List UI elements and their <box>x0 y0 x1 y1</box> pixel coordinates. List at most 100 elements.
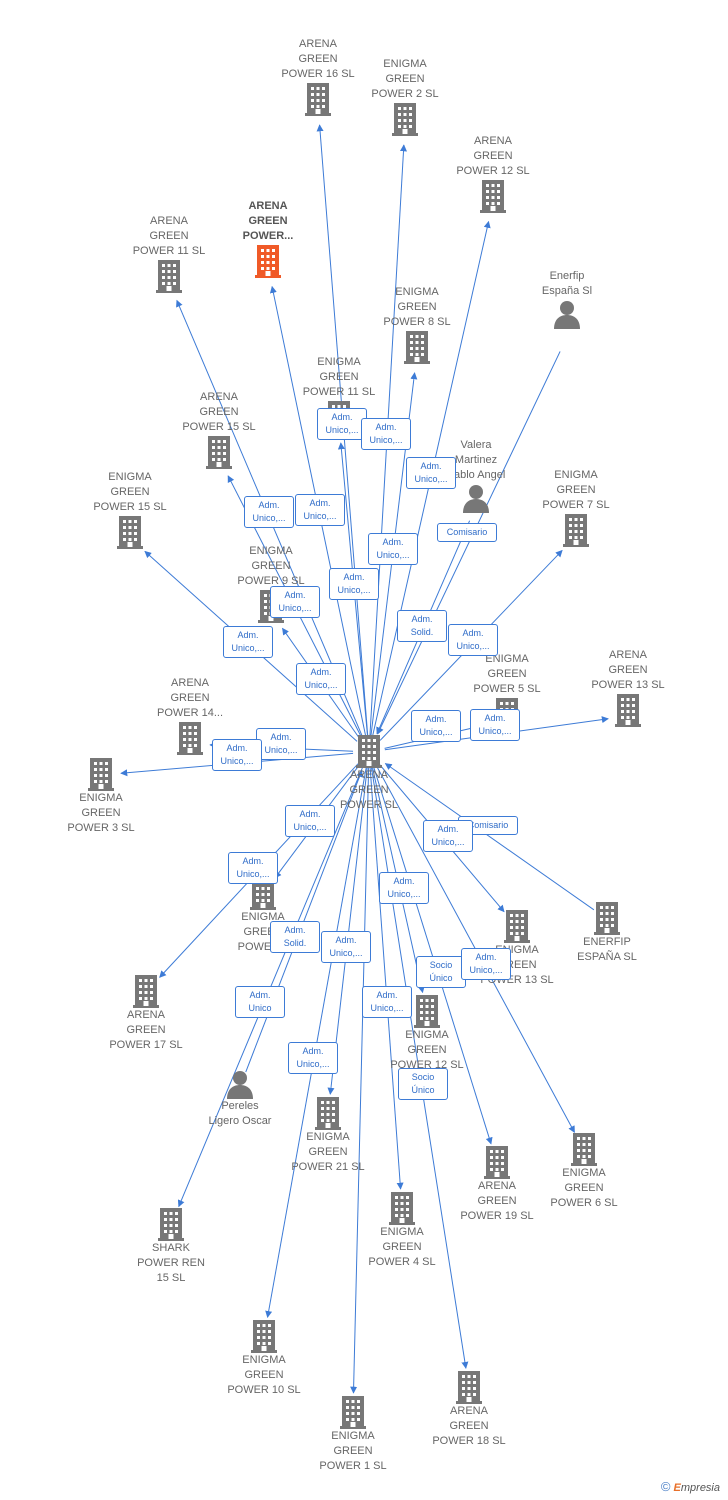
relation-badge-b26[interactable]: Adm. Unico <box>235 986 285 1018</box>
relation-badge-b28[interactable]: Adm. Unico,... <box>362 986 412 1018</box>
company-node-ag19[interactable]: ARENA GREEN POWER 19 SL <box>442 1145 552 1224</box>
company-node-center[interactable]: ARENA GREEN POWER SL <box>314 734 424 813</box>
building-icon <box>158 1208 184 1241</box>
company-node-eg4[interactable]: ENIGMA GREEN POWER 4 SL <box>347 1191 457 1270</box>
node-label: ENIGMA GREEN POWER 7 SL <box>542 469 610 511</box>
node-label: ARENA GREEN POWER 17 SL <box>109 1009 183 1051</box>
building-icon <box>615 694 641 727</box>
edge-center-eg1 <box>350 767 370 1394</box>
node-label: Pereles Ligero Oscar <box>208 1100 272 1127</box>
node-label: ENIGMA GREEN POWER 2 SL <box>371 58 439 100</box>
node-label: Valera Martinez Pablo Angel <box>446 439 506 481</box>
edge-center-ag19 <box>373 767 493 1145</box>
relation-badge-b16[interactable]: Adm. Unico,... <box>411 710 461 742</box>
building-icon <box>594 902 620 935</box>
node-label: ARENA GREEN POWER 11 SL <box>132 215 206 257</box>
node-label: ENIGMA GREEN POWER 21 SL <box>291 1131 365 1173</box>
company-node-agmain[interactable]: ARENA GREEN POWER... <box>213 199 323 278</box>
relation-badge-b17[interactable]: Adm. Unico,... <box>470 709 520 741</box>
building-icon <box>356 735 382 768</box>
person-node-pereles[interactable]: Pereles Ligero Oscar <box>185 1069 295 1129</box>
company-node-eg2[interactable]: ENIGMA GREEN POWER 2 SL <box>350 57 460 136</box>
node-label: ARENA GREEN POWER 16 SL <box>281 38 355 80</box>
company-node-ag15[interactable]: ARENA GREEN POWER 15 SL <box>164 390 274 469</box>
company-node-eg10[interactable]: ENIGMA GREEN POWER 10 SL <box>209 1319 319 1398</box>
company-node-ag13[interactable]: ARENA GREEN POWER 13 SL <box>573 648 683 727</box>
node-label: ENIGMA GREEN POWER 12 SL <box>390 1029 464 1071</box>
company-node-ag14[interactable]: ARENA GREEN POWER 14... <box>135 676 245 755</box>
person-node-valera[interactable]: Valera Martinez Pablo Angel <box>421 438 531 513</box>
relation-badge-b11[interactable]: Adm. Solid. <box>397 610 447 642</box>
building-icon <box>340 1396 366 1429</box>
company-node-ag18[interactable]: ARENA GREEN POWER 18 SL <box>414 1370 524 1449</box>
relation-badge-b21[interactable]: Adm. Unico,... <box>228 852 278 884</box>
relation-badge-b19[interactable]: Adm. Unico,... <box>285 805 335 837</box>
node-label: ARENA GREEN POWER SL <box>339 769 399 811</box>
building-icon <box>315 1097 341 1130</box>
company-node-ag17[interactable]: ARENA GREEN POWER 17 SL <box>91 974 201 1053</box>
relation-badge-b1[interactable]: Adm. Unico,... <box>317 408 367 440</box>
company-node-eg1[interactable]: ENIGMA GREEN POWER 1 SL <box>298 1395 408 1474</box>
building-icon <box>404 331 430 364</box>
relation-badge-b5[interactable]: Adm. Unico,... <box>406 457 456 489</box>
node-label: ENIGMA GREEN POWER 3 SL <box>67 792 135 834</box>
company-node-ag12[interactable]: ARENA GREEN POWER 12 SL <box>438 134 548 213</box>
relation-badge-b13[interactable]: Adm. Unico,... <box>296 663 346 695</box>
building-icon <box>389 1192 415 1225</box>
relation-badge-b23[interactable]: Adm. Unico,... <box>379 872 429 904</box>
building-icon <box>414 995 440 1028</box>
building-icon <box>255 245 281 278</box>
copyright-symbol: © <box>660 1479 671 1494</box>
building-icon <box>117 516 143 549</box>
relation-badge-b6[interactable]: Comisario <box>437 523 497 542</box>
edge-enerfip_p-center <box>377 351 561 735</box>
company-node-eg13[interactable]: ENIGMA GREEN POWER 13 SL <box>462 909 572 988</box>
company-node-enerfip_c[interactable]: ENERFIP ESPAÑA SL <box>552 901 662 965</box>
company-node-eg6[interactable]: ENIGMA GREEN POWER 6 SL <box>529 1132 639 1211</box>
relation-badge-b9[interactable]: Adm. Unico,... <box>270 586 320 618</box>
building-icon <box>456 1371 482 1404</box>
company-node-ag11[interactable]: ARENA GREEN POWER 11 SL <box>114 214 224 293</box>
person-icon <box>554 301 580 329</box>
relation-badge-b25[interactable]: Adm. Unico,... <box>321 931 371 963</box>
node-label: ARENA GREEN POWER... <box>242 200 294 242</box>
relation-badge-b12[interactable]: Adm. Unico,... <box>448 624 498 656</box>
relation-badge-b7[interactable]: Adm. Unico,... <box>368 533 418 565</box>
relation-badge-b30[interactable]: Socio Único <box>398 1068 448 1100</box>
company-node-shark[interactable]: SHARK POWER REN 15 SL <box>116 1207 226 1286</box>
relation-badge-b8[interactable]: Adm. Unico,... <box>329 568 379 600</box>
edge-center-eg4 <box>369 767 404 1190</box>
node-label: Enerfip España Sl <box>541 270 593 297</box>
relation-badge-b22[interactable]: Adm. Solid. <box>270 921 320 953</box>
building-icon <box>484 1146 510 1179</box>
building-icon <box>250 877 276 910</box>
company-node-eg3[interactable]: ENIGMA GREEN POWER 3 SL <box>46 757 156 836</box>
company-node-eg7[interactable]: ENIGMA GREEN POWER 7 SL <box>521 468 631 547</box>
node-label: ARENA GREEN POWER 15 SL <box>182 391 256 433</box>
building-icon <box>88 758 114 791</box>
node-label: ENERFIP ESPAÑA SL <box>577 936 637 963</box>
company-node-eg21[interactable]: ENIGMA GREEN POWER 21 SL <box>273 1096 383 1175</box>
relation-badge-b18[interactable]: Comisario <box>458 816 518 835</box>
brand-initial: E <box>673 1482 681 1494</box>
relation-badge-b2[interactable]: Adm. Unico,... <box>361 418 411 450</box>
brand-footer: © Empresia <box>661 1479 720 1494</box>
node-label: ENIGMA GREEN POWER 11 SL <box>302 356 376 398</box>
person-node-enerfip_p[interactable]: Enerfip España Sl <box>512 269 622 329</box>
relation-badge-b4[interactable]: Adm. Unico,... <box>295 494 345 526</box>
relation-badge-b24[interactable]: Socio Único <box>416 956 466 988</box>
company-node-eg15[interactable]: ENIGMA GREEN POWER 15 SL <box>75 470 185 549</box>
relation-badge-b14[interactable]: Adm. Unico,... <box>256 728 306 760</box>
relation-badge-b27[interactable]: Adm. Unico,... <box>461 948 511 980</box>
relation-badge-b29[interactable]: Adm. Unico,... <box>288 1042 338 1074</box>
building-icon <box>206 436 232 469</box>
relation-badge-b15[interactable]: Adm. Unico,... <box>212 739 262 771</box>
relation-badge-b3[interactable]: Adm. Unico,... <box>244 496 294 528</box>
person-icon <box>227 1071 253 1099</box>
building-icon <box>392 103 418 136</box>
relation-badge-b10[interactable]: Adm. Unico,... <box>223 626 273 658</box>
relation-badge-b20[interactable]: Adm. Unico,... <box>423 820 473 852</box>
company-node-ag16[interactable]: ARENA GREEN POWER 16 SL <box>263 37 373 116</box>
company-node-eg8[interactable]: ENIGMA GREEN POWER 8 SL <box>362 285 472 364</box>
